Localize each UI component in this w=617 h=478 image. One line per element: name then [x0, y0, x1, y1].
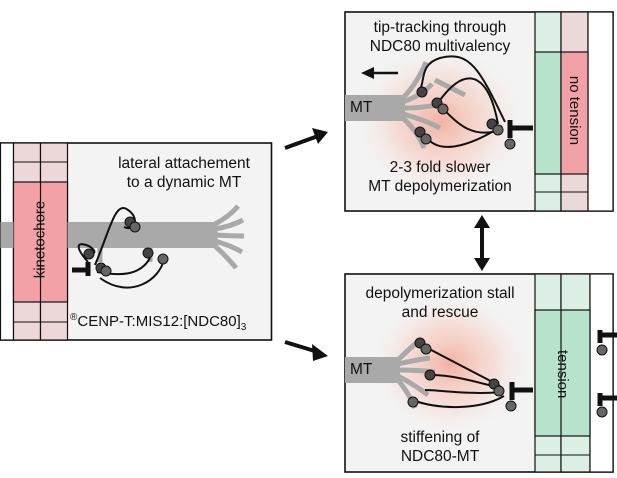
top-panel-caption: 2-3 fold slower MT depolymerization: [347, 158, 533, 196]
ndc80-head: [420, 343, 432, 355]
ndc80-head: [492, 124, 504, 136]
outer-ndc80-anchors: [596, 330, 617, 418]
depolymerization-glow: [352, 44, 528, 200]
complex-stoichiometry: 3: [240, 322, 247, 333]
left-title-line2: to a dynamic MT: [126, 174, 242, 191]
top-ndc80-complex: [414, 55, 533, 150]
complex-name: CENP-T:MIS12:[NDC80]: [77, 313, 241, 330]
bottom-right-panel: [344, 273, 617, 473]
ndc80-head: [420, 133, 432, 145]
bottom-panel-title: depolymerization stall and rescue: [347, 284, 533, 322]
top-right-panel: [344, 11, 614, 212]
top-title-line2: NDC80 multivalency: [369, 38, 511, 55]
left-panel: [0, 142, 273, 341]
ndc80-head: [414, 126, 426, 138]
top-mt-label: MT: [350, 99, 373, 116]
left-ndc80-complex: [72, 207, 169, 289]
top-caption-line2: MT depolymerization: [368, 178, 512, 195]
top-caption-line1: 2-3 fold slower: [389, 159, 491, 176]
tension-green-block: [534, 309, 591, 437]
bottom-panel-caption: stiffening of NDC80-MT: [347, 428, 533, 466]
ndc80-head: [505, 400, 517, 412]
arrow-head-up: [312, 128, 328, 144]
no-tension-label: no tension: [566, 75, 583, 146]
ndc80-head: [416, 86, 428, 98]
arrow-head-down: [312, 344, 328, 361]
kinetochore-stack: [0, 142, 69, 341]
bottom-caption-line2: NDC80-MT: [400, 448, 480, 465]
ndc80-head: [129, 221, 141, 233]
phospho-marker: ®: [70, 312, 78, 323]
ndc80-head: [142, 247, 154, 259]
ndc80-head: [493, 385, 505, 397]
ndc80-head: [83, 248, 95, 260]
kinetochore-label: kinetochore: [31, 200, 49, 279]
complex-label: ®CENP-T:MIS12:[NDC80]3: [70, 308, 246, 337]
left-panel-title: lateral attachement to a dynamic MT: [100, 154, 268, 192]
left-microtubule: [0, 204, 245, 270]
no-tension-pink-block: [560, 51, 589, 175]
ndc80-head: [504, 138, 516, 150]
no-tension-green-block: [534, 51, 562, 175]
ndc80-head: [437, 103, 449, 115]
arrow-to-top-right: [284, 134, 319, 150]
top-title-line1: tip-tracking through: [373, 19, 507, 36]
top-panel-title: tip-tracking through NDC80 multivalency: [347, 18, 533, 56]
ndc80-head: [407, 396, 419, 408]
bottom-mt-label: MT: [350, 361, 373, 378]
ndc80-head: [157, 253, 169, 265]
bottom-title-line1: depolymerization stall: [365, 285, 515, 302]
bottom-title-line2: and rescue: [401, 304, 479, 321]
tension-label: tension: [554, 350, 571, 399]
bottom-ndc80-complex: [407, 337, 533, 412]
ndc80-head: [100, 265, 112, 277]
bottom-caption-line1: stiffening of: [400, 429, 480, 446]
depolymerization-direction-arrow: [361, 67, 398, 79]
left-title-line1: lateral attachement: [118, 155, 250, 172]
transition-arrows: [284, 128, 490, 361]
ndc80-head: [424, 369, 436, 381]
